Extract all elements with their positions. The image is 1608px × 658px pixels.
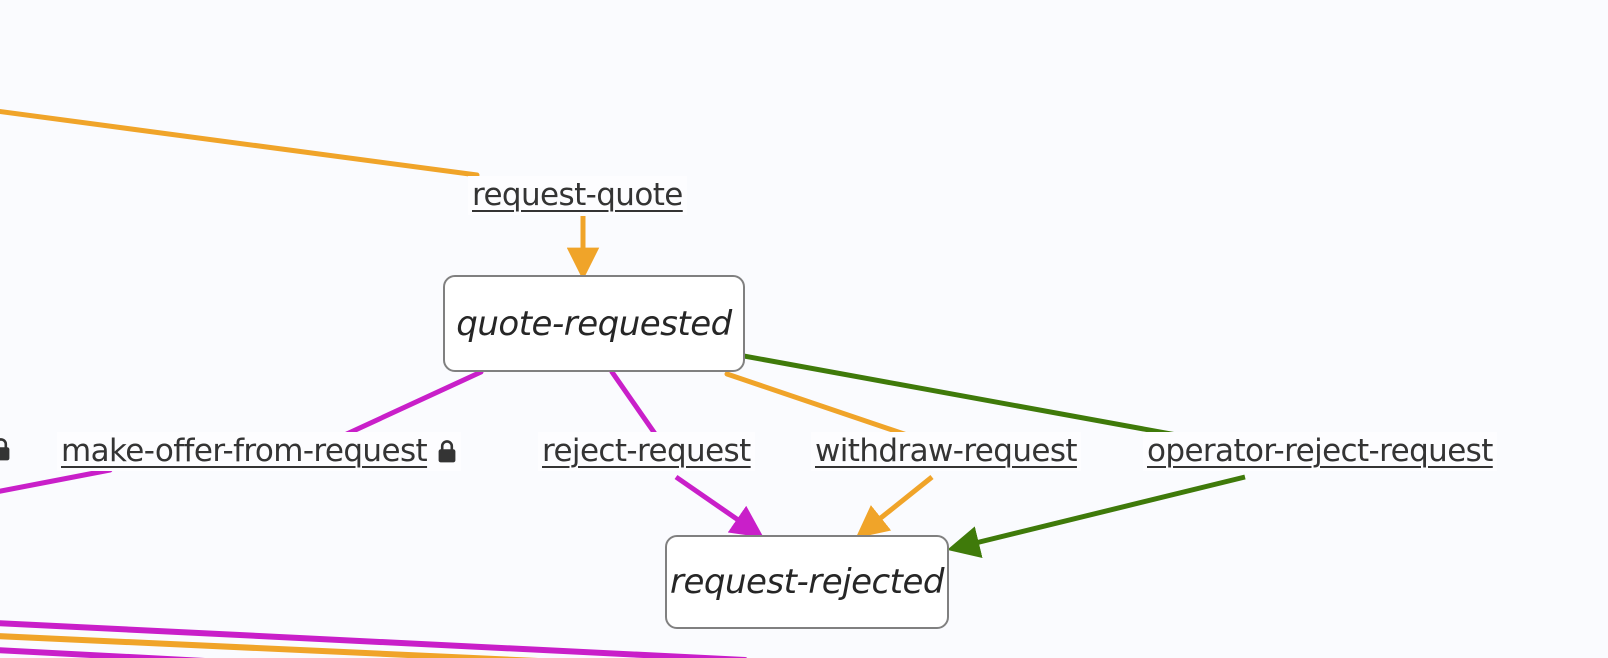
state-label-request-rejected: request-rejected: [669, 562, 945, 602]
state-node-request-rejected[interactable]: request-rejected: [665, 535, 949, 629]
lock-icon-clipped-left: [0, 437, 11, 462]
edge-offscreen-magenta-upper: [0, 620, 748, 658]
state-label-quote-requested: quote-requested: [456, 303, 732, 344]
edge-make-offer-offscreen: [0, 467, 113, 494]
edge-quote-requested-to-withdraw-request: [724, 371, 913, 439]
transition-label-withdraw-request[interactable]: withdraw-request: [811, 432, 1081, 471]
transition-label-operator-reject-request[interactable]: operator-reject-request: [1143, 432, 1497, 471]
edge-reject-request-to-request-rejected: [674, 474, 764, 538]
transition-label-text-make-offer-from-request: make-offer-from-request: [61, 433, 428, 469]
transition-label-make-offer-from-request[interactable]: make-offer-from-request: [57, 432, 462, 471]
transition-label-text-operator-reject-request: operator-reject-request: [1147, 433, 1493, 469]
edge-offscreen-orange-lower: [0, 633, 539, 658]
transition-label-text-request-quote: request-quote: [472, 177, 683, 213]
edge-operator-reject-to-request-rejected: [947, 474, 1246, 558]
transition-label-text-withdraw-request: withdraw-request: [815, 433, 1078, 469]
edge-withdraw-request-to-request-rejected: [855, 475, 934, 539]
transition-label-request-quote[interactable]: request-quote: [468, 176, 687, 215]
state-node-quote-requested[interactable]: quote-requested: [443, 275, 745, 372]
edge-quote-requested-to-reject-request: [609, 369, 661, 441]
edge-offscreen-magenta-lower: [0, 647, 206, 658]
lock-icon: [437, 439, 457, 464]
edge-quote-requested-to-make-offer: [335, 369, 484, 441]
transition-label-reject-request[interactable]: reject-request: [538, 432, 755, 471]
edge-quote-requested-to-operator-reject-request: [719, 349, 1218, 445]
transition-label-text-reject-request: reject-request: [542, 433, 751, 469]
edge-incoming-request-quote: [0, 109, 480, 178]
